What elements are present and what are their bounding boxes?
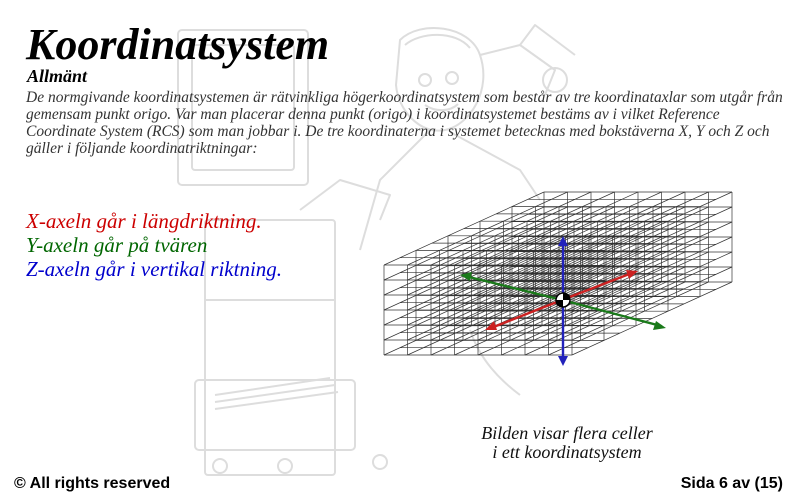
intro-paragraph: De normgivande koordinatsystemen är rätv…	[26, 89, 783, 157]
grid-line	[383, 266, 545, 341]
grid-line	[501, 206, 662, 281]
grid-line	[454, 191, 615, 266]
grid-line	[571, 236, 733, 311]
grid-line	[548, 191, 709, 266]
grid-line	[571, 251, 733, 326]
y-axis-arrow	[463, 274, 564, 302]
copyright-notice: © All rights reserved	[14, 475, 171, 492]
grid-line	[407, 191, 568, 266]
grid-line	[454, 236, 615, 311]
grid-line	[477, 221, 639, 296]
grid-line	[407, 206, 568, 281]
grid-line	[571, 206, 733, 281]
grid-line	[383, 206, 545, 281]
grid-line	[548, 221, 709, 296]
grid-line	[383, 281, 545, 356]
grid-line	[383, 221, 545, 296]
caption-line-2: i ett koordinatsystem	[492, 442, 642, 462]
x-arrowhead-left	[485, 321, 497, 330]
x-axis-arrow-positive	[560, 271, 634, 302]
grid-line	[501, 281, 662, 356]
coordinate-grid-figure	[383, 191, 733, 366]
grid-line	[407, 221, 568, 296]
grid-line	[501, 266, 662, 341]
grid-line	[501, 221, 662, 296]
origin-marker	[555, 292, 571, 308]
grid-line	[548, 251, 709, 326]
grid-line	[407, 236, 568, 311]
grid-line	[524, 191, 686, 266]
grid-line	[524, 281, 686, 356]
grid-line	[571, 191, 733, 266]
figure-caption: Bilden visar flera celler i ett koordina…	[442, 424, 692, 462]
grid-line	[454, 221, 615, 296]
grid-line	[524, 221, 686, 296]
y-axis-description: Y-axeln går på tvären	[26, 233, 208, 257]
x-axis-description: X-axeln går i längdriktning.	[26, 209, 262, 233]
grid-line	[548, 206, 709, 281]
grid-line	[524, 251, 686, 326]
grid-line	[477, 191, 639, 266]
grid-line	[571, 281, 733, 356]
page-number: Sida 6 av (15)	[680, 475, 783, 492]
grid-line	[524, 206, 686, 281]
grid-line	[454, 281, 615, 356]
cell-grid	[383, 191, 733, 356]
z-axis-description: Z-axeln går i vertikal riktning.	[26, 257, 283, 281]
grid-line	[430, 191, 592, 266]
caption-line-1: Bilden visar flera celler	[481, 423, 653, 443]
grid-line	[383, 236, 545, 311]
z-arrowhead-bottom	[558, 356, 568, 366]
section-subtitle: Allmänt	[27, 66, 88, 86]
grid-line	[501, 191, 662, 266]
grid-line	[430, 236, 592, 311]
x-axis-arrow	[489, 298, 564, 330]
grid-line	[477, 281, 639, 356]
grid-line	[383, 251, 545, 326]
grid-line	[454, 251, 615, 326]
grid-line	[477, 206, 639, 281]
x-arrowhead-right	[626, 270, 638, 279]
grid-line	[571, 266, 733, 341]
grid-line	[571, 221, 733, 296]
grid-line	[524, 266, 686, 341]
grid-line	[383, 191, 545, 266]
grid-line	[430, 221, 592, 296]
y-arrowhead-right	[653, 321, 666, 330]
y-axis-arrow-positive	[560, 298, 663, 328]
grid-line	[501, 236, 662, 311]
grid-line	[407, 251, 568, 326]
grid-line	[454, 266, 615, 341]
grid-line	[407, 266, 568, 341]
grid-line	[548, 266, 709, 341]
page-title: Koordinatsystem	[26, 20, 330, 69]
grid-line	[430, 266, 592, 341]
grid-line	[477, 251, 639, 326]
z-arrowhead-top	[558, 236, 568, 246]
grid-line	[477, 236, 639, 311]
axis-arrows	[460, 236, 666, 366]
grid-line	[454, 206, 615, 281]
y-arrowhead-left	[460, 272, 472, 281]
grid-line	[430, 206, 592, 281]
